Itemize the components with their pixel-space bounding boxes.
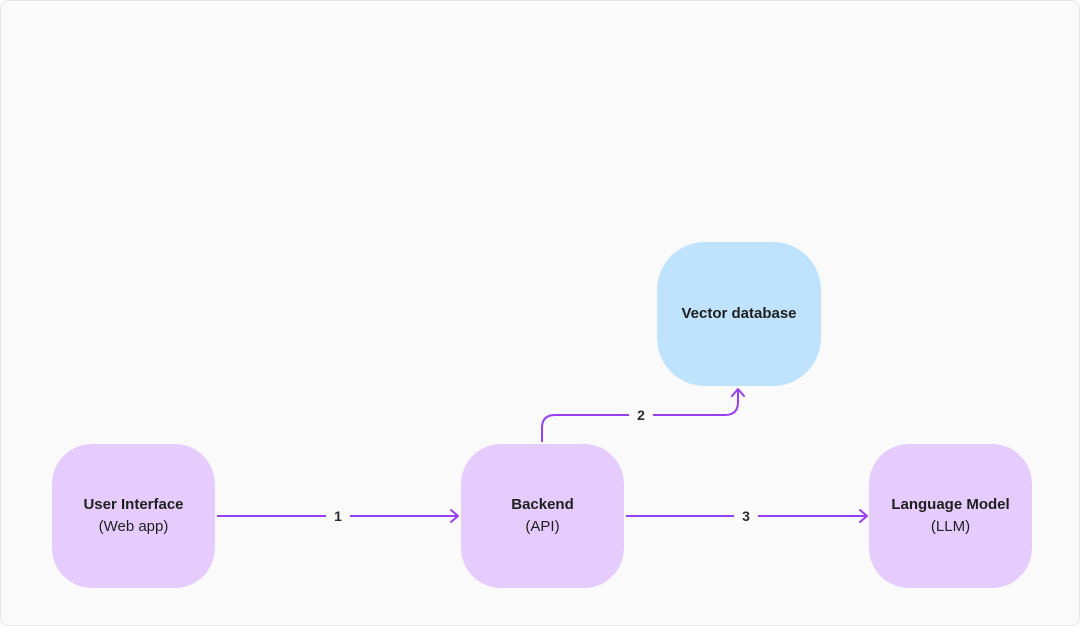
node-title: Language Model [891, 496, 1010, 513]
node-backend[interactable]: Backend (API) [461, 444, 624, 588]
node-subtitle: (LLM) [930, 518, 971, 535]
node-language-model[interactable]: Language Model (LLM) [869, 444, 1032, 588]
node-subtitle: (API) [525, 518, 560, 535]
node-title: Backend [511, 496, 574, 513]
node-user-interface[interactable]: User Interface (Web app) [52, 444, 215, 588]
node-title: Vector database [681, 305, 797, 322]
edge-label-1: 1 [326, 506, 350, 526]
node-subtitle: (Web app) [98, 518, 169, 535]
edge-label-2: 2 [629, 405, 653, 425]
node-vector-database[interactable]: Vector database [657, 242, 821, 386]
edge-label-3: 3 [734, 506, 758, 526]
node-title: User Interface [83, 496, 184, 513]
